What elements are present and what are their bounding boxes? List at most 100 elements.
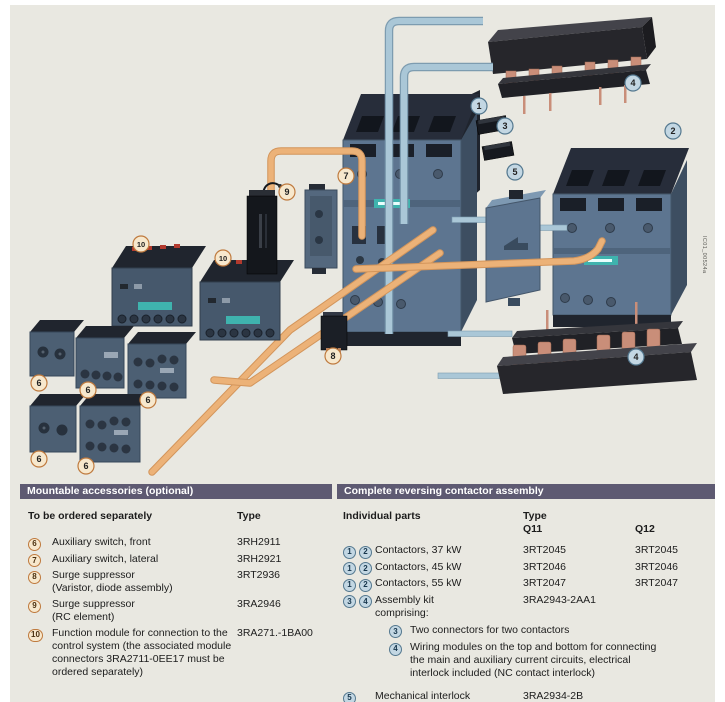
exploded-view-diagram: 1 2 3 4 4 5 6 6 6 6 6 7 8 9 10 10 IC01_00524a [29,16,707,476]
item-number-badge: 7 [28,554,41,567]
item-number-badge: 6 [28,537,41,551]
accessory-label: Surge suppressor (RC element) [52,598,135,623]
svg-text:2: 2 [670,126,675,136]
assembly-sub-item: 3 Two connectors for two contactors [389,624,715,638]
accessory-row: 10 Function module for connection to the… [28,627,332,679]
aux-switch-front-a [29,320,84,377]
aux-switch-lateral [304,184,338,274]
accessory-type: 3RT2936 [237,569,281,581]
svg-text:6: 6 [85,385,90,395]
accessory-row: 6 Auxiliary switch, front 3RH2911 [28,536,332,551]
assembly-sub-item: 4 Wiring modules on the top and bottom f… [389,641,715,680]
accessory-row: 8 Surge suppressor (Varistor, diode asse… [28,569,332,595]
table-title: Complete reversing contactor assembly [337,484,715,499]
item-number-badge: 4 [359,595,372,608]
callout-6: 6 [139,391,157,409]
callout-9: 9 [278,183,296,201]
reversing-assembly-table: Complete reversing contactor assembly In… [337,484,715,702]
callout-1: 1 [470,97,488,115]
callout-10: 10 [214,249,232,267]
part-label: Mechanical interlock [375,690,471,702]
busbar-top [488,17,656,114]
busbar-bottom [437,302,697,394]
part-label: Contactors, 37 kW [375,544,462,556]
contactor-q12 [552,148,689,327]
aux-switch-front-d [29,394,86,453]
part-label: Contactors, 55 kW [375,577,462,589]
svg-text:10: 10 [137,240,145,249]
callout-5: 5 [506,163,524,181]
part-row: 5 Mechanical interlock 3RA2934-2B [343,690,715,702]
part-type-q12: 3RT2047 [635,577,679,589]
accessory-type: 3RH2921 [237,552,282,565]
callout-6: 6 [79,381,97,399]
callout-7: 7 [337,167,355,185]
mechanical-interlock [451,190,568,306]
part-row: 1 2 Contactors, 37 kW 3RT2045 3RT2045 [343,544,715,559]
svg-text:4: 4 [633,352,638,362]
accessory-type: 3RA2946 [237,598,281,610]
svg-text:4: 4 [630,78,635,88]
part-rows: 1 2 Contactors, 37 kW 3RT2045 3RT2045 1 … [343,544,715,702]
svg-text:1: 1 [476,101,481,111]
accessory-label: Auxiliary switch, front [52,536,151,548]
part-type-q11: 3RA2943-2AA1 [523,593,596,606]
accessory-label: Surge suppressor (Varistor, diode assemb… [52,569,173,594]
surge-suppressor-rc [246,182,282,275]
item-number-badge: 4 [389,642,402,656]
callout-6: 6 [30,450,48,468]
item-number-badge: 10 [28,628,43,642]
item-number-badge: 3 [343,595,356,608]
wiring-tubes [384,16,493,334]
svg-text:6: 6 [145,395,150,405]
part-type-q11: 3RT2045 [523,544,567,556]
callout-2: 2 [664,122,682,140]
sub-item-text: Two connectors for two contactors [410,623,570,636]
aux-switch-front-c [127,332,196,399]
interlock-pin-right [539,224,568,231]
svg-text:8: 8 [330,351,335,361]
item-number-badge: 2 [359,562,372,575]
siemens-label [584,256,618,265]
part-row: 1 2 Contactors, 45 kW 3RT2046 3RT2046 [343,561,715,575]
col-header-type: Type [523,510,547,522]
svg-text:5: 5 [512,167,517,177]
part-row: 1 2 Contactors, 55 kW 3RT2047 3RT2047 [343,577,715,592]
callout-3: 3 [496,117,514,135]
svg-text:7: 7 [343,171,348,181]
column-headers-q: Q11 Q12 [343,523,715,536]
part-type-q11: 3RT2047 [523,577,567,589]
callout-8: 8 [324,347,342,365]
svg-text:6: 6 [83,461,88,471]
item-number-badge: 5 [343,691,356,702]
accessory-type: 3RA271.-1BA00 [237,627,313,639]
callout-4: 4 [627,348,645,366]
part-label: Assembly kit comprising: [375,593,434,619]
item-number-badge: 1 [343,578,356,592]
callout-4: 4 [624,74,642,92]
wiring-routes-orange [148,147,606,476]
svg-text:6: 6 [36,454,41,464]
svg-text:6: 6 [36,378,41,388]
item-number-badge: 2 [359,545,372,559]
col-header-q12: Q12 [635,523,655,535]
item-number-badge: 2 [359,578,372,592]
svg-text:3: 3 [502,121,507,131]
table-title: Mountable accessories (optional) [20,484,332,499]
accessory-row: 7 Auxiliary switch, lateral 3RH2921 [28,553,332,567]
svg-text:10: 10 [219,254,227,263]
callout-6: 6 [30,374,48,392]
part-type-q11: 3RA2934-2B [523,690,584,702]
col-header-items: To be ordered separately [28,510,153,522]
item-number-badge: 1 [343,562,356,575]
busbar-rod-upper [447,330,513,337]
sub-item-text: Wiring modules on the top and bottom for… [410,641,657,679]
accessory-label: Auxiliary switch, lateral [52,552,159,565]
part-type-q12: 3RT2045 [635,544,679,556]
item-number-badge: 3 [389,625,402,638]
item-number-badge: 8 [28,570,41,584]
part-label: Contactors, 45 kW [375,560,462,573]
col-header-q11: Q11 [523,523,543,535]
figure-code: IC01_00524a [701,236,707,274]
